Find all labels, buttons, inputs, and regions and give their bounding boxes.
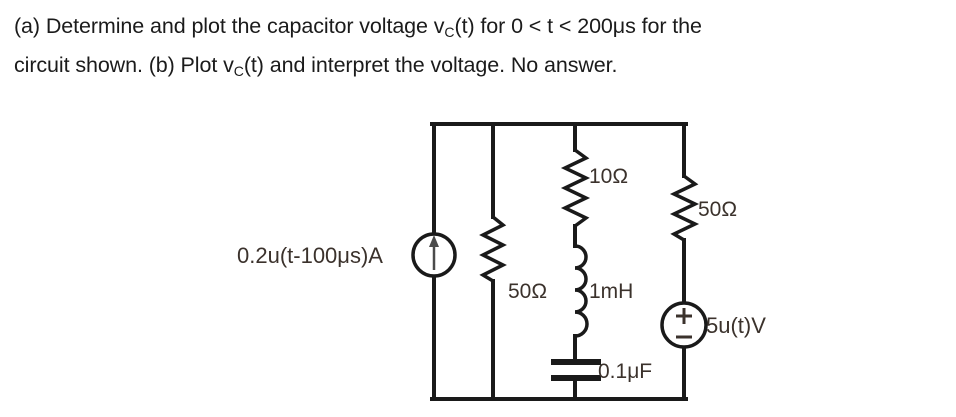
current-source-symbol xyxy=(411,232,457,278)
circuit-diagram: 0.2u(t-100μs)A 50Ω 10Ω 1mH 0.1μF 50Ω 5u(… xyxy=(0,104,956,417)
resistor-50-left-zigzag xyxy=(479,215,507,283)
problem-text-a-rest: (t) for 0 < t < 200μs for the xyxy=(454,14,702,38)
resistor-10-symbol xyxy=(560,148,591,228)
voltage-source-symbol xyxy=(660,301,708,349)
resistor-50-right-label: 50Ω xyxy=(698,198,737,221)
problem-line-1: (a) Determine and plot the capacitor vol… xyxy=(14,14,702,40)
voltage-source-circle xyxy=(660,301,708,349)
problem-statement: (a) Determine and plot the capacitor vol… xyxy=(14,10,942,88)
circuit-wires xyxy=(430,122,688,401)
resistor-50-left-symbol xyxy=(479,215,507,283)
subscript-c-2: C xyxy=(233,62,244,79)
inductor-coil-4 xyxy=(574,310,589,338)
resistor-50-left-label: 50Ω xyxy=(508,280,547,303)
current-arrow-head xyxy=(429,235,439,247)
inductor-coil-3 xyxy=(574,288,588,314)
voltage-source-plus-sign xyxy=(676,308,692,324)
capacitor-0p1uf-symbol xyxy=(551,359,601,381)
resistor-50-right-zigzag xyxy=(669,174,700,242)
subscript-c-1: C xyxy=(444,23,455,40)
current-source-label: 0.2u(t-100μs)A xyxy=(237,243,383,268)
resistor-10-zigzag xyxy=(560,148,591,228)
problem-text-b-rest: (t) and interpret the voltage. No answer… xyxy=(243,52,618,77)
resistor-10-label: 10Ω xyxy=(589,165,628,188)
problem-line-2: circuit shown. (b) Plot vC(t) and interp… xyxy=(14,52,618,79)
inductor-1mh-label: 1mH xyxy=(589,280,633,303)
voltage-source-label: 5u(t)V xyxy=(706,313,766,338)
resistor-50-right-symbol xyxy=(669,174,700,242)
inductor-1mh-symbol xyxy=(574,244,589,338)
problem-text-a: (a) Determine and plot the capacitor vol… xyxy=(14,14,445,38)
inductor-coil-2 xyxy=(574,266,588,292)
capacitor-0p1uf-label: 0.1μF xyxy=(598,360,652,383)
inductor-coil-1 xyxy=(574,244,588,270)
problem-text-b: circuit shown. (b) Plot v xyxy=(14,52,234,77)
